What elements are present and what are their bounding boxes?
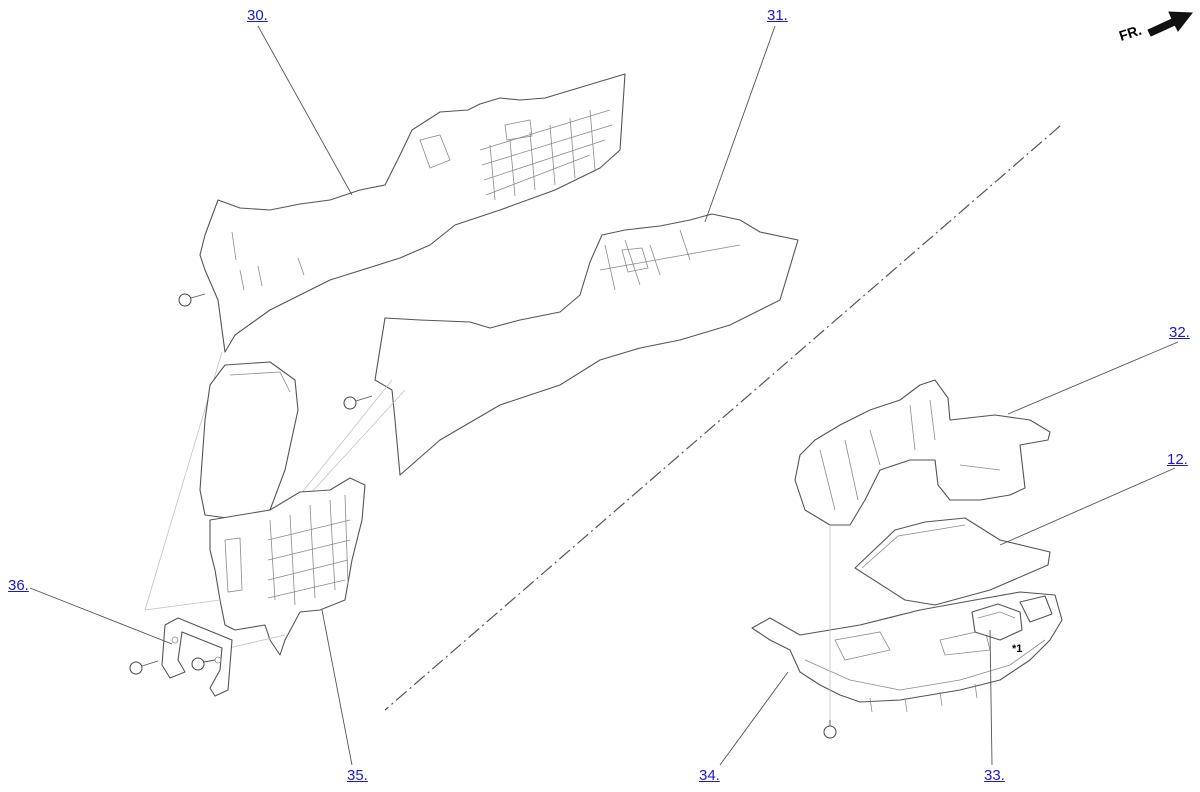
callout-31[interactable]: 31. — [767, 7, 788, 24]
front-arrow-icon — [1147, 11, 1193, 37]
part-12-tray-mat — [854, 517, 1051, 606]
callout-36[interactable]: 36. — [8, 577, 29, 594]
clip-lower-tray — [823, 525, 837, 739]
front-direction-indicator: FR. — [1117, 11, 1193, 44]
callout-34[interactable]: 34. — [699, 767, 720, 784]
assembly-separator-line — [384, 125, 1061, 711]
part-32-upper-console-trim — [794, 379, 1051, 526]
screw-bracket-right — [191, 657, 216, 671]
leader-33 — [989, 629, 993, 766]
callout-32[interactable]: 32. — [1169, 324, 1190, 341]
part-33-accessory-socket — [971, 595, 1053, 641]
leader-36 — [29, 587, 173, 645]
note-star-1: *1 — [1012, 643, 1023, 655]
leader-34 — [719, 671, 789, 766]
callout-35[interactable]: 35. — [347, 767, 368, 784]
screw-left-middle — [343, 395, 373, 410]
leader-30 — [257, 25, 353, 196]
leader-31 — [704, 25, 776, 223]
fr-label: FR. — [1117, 22, 1143, 44]
part-31-console-side-panel-right — [279, 213, 799, 521]
leader-35 — [321, 609, 353, 766]
callout-30[interactable]: 30. — [247, 7, 268, 24]
part-35-console-box-armrest — [144, 361, 366, 656]
leader-32 — [1007, 341, 1179, 415]
leader-lines — [29, 25, 1179, 766]
screw-bracket-left — [129, 660, 159, 675]
part-36-bracket — [161, 617, 233, 697]
callout-33[interactable]: 33. — [984, 767, 1005, 784]
screw-left-upper — [178, 293, 206, 307]
leader-12 — [999, 467, 1176, 546]
callout-12[interactable]: 12. — [1167, 451, 1188, 468]
